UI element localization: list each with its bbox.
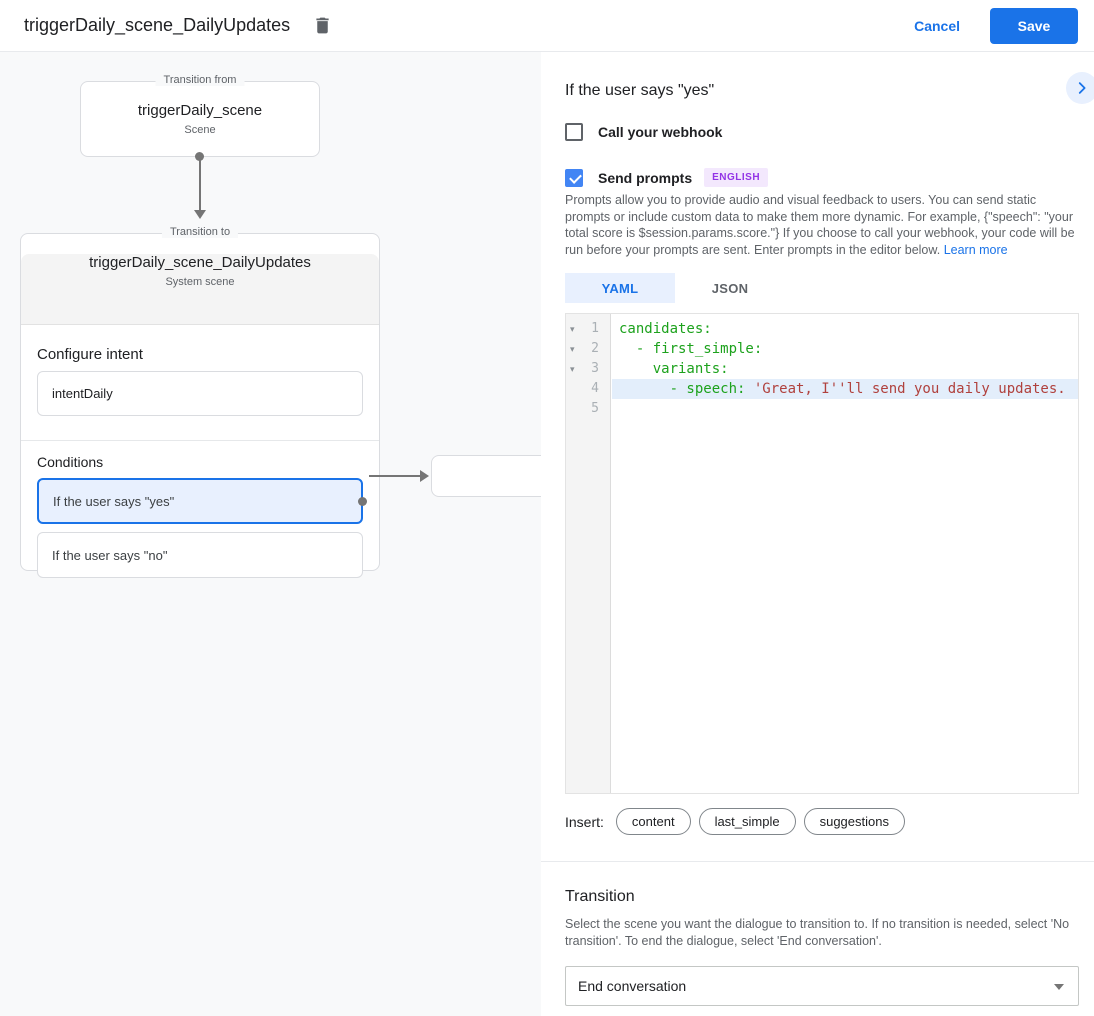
yaml-key: - speech: xyxy=(619,381,754,397)
call-webhook-checkbox-row[interactable]: Call your webhook xyxy=(565,123,722,141)
fold-triangle-icon[interactable]: ▾ xyxy=(570,364,575,374)
line-number: 4 xyxy=(591,381,599,396)
condition-item-no[interactable]: If the user says "no" xyxy=(37,532,363,578)
tab-json[interactable]: JSON xyxy=(711,280,749,296)
yaml-key: candidates: xyxy=(619,321,712,337)
connector-line xyxy=(199,157,201,211)
editor-gutter xyxy=(566,314,611,793)
collapse-panel-button[interactable] xyxy=(1066,72,1094,104)
code-line: ▾ 2 - first_simple: xyxy=(566,339,1078,359)
transition-target-node[interactable] xyxy=(431,455,541,497)
editor-lines: ▾ 1 candidates: ▾ 2 - first_simple: ▾ 3 var… xyxy=(566,319,1078,419)
tab-yaml[interactable]: YAML xyxy=(565,273,675,303)
transition-select[interactable]: End conversation xyxy=(565,966,1079,1006)
chevron-right-icon xyxy=(1073,79,1091,97)
to-scene-header: triggerDaily_scene_DailyUpdates System s… xyxy=(21,254,379,325)
learn-more-link[interactable]: Learn more xyxy=(943,242,1008,257)
transition-to-legend: Transition to xyxy=(161,226,239,238)
editor-format-tabs: YAML JSON xyxy=(565,273,785,303)
code-line-active: 4 - speech: 'Great, I''ll send you daily… xyxy=(566,379,1078,399)
transition-from-card[interactable]: Transition from triggerDaily_scene Scene xyxy=(80,74,320,157)
send-prompts-label: Send prompts xyxy=(598,169,693,186)
prompts-description: Prompts allow you to provide audio and v… xyxy=(565,192,1079,258)
arrow-right-icon xyxy=(420,470,429,482)
panel-divider xyxy=(541,861,1094,862)
to-scene-subtitle: System scene xyxy=(165,276,235,288)
yaml-key: - first_simple: xyxy=(619,341,763,357)
from-scene-title: triggerDaily_scene xyxy=(137,102,263,119)
code-line: ▾ 1 candidates: xyxy=(566,319,1078,339)
connector-line xyxy=(369,475,421,477)
line-number: 5 xyxy=(591,401,599,416)
to-scene-title: triggerDaily_scene_DailyUpdates xyxy=(89,254,311,271)
language-badge: ENGLISH xyxy=(704,168,769,187)
insert-chip-suggestions[interactable]: suggestions xyxy=(803,808,905,835)
fold-triangle-icon[interactable]: ▾ xyxy=(570,344,575,354)
yaml-key: variants: xyxy=(619,361,729,377)
trash-icon xyxy=(312,15,333,36)
intent-value: intentDaily xyxy=(52,386,113,401)
condition-label: If the user says "no" xyxy=(52,547,168,563)
code-editor[interactable]: ▾ 1 candidates: ▾ 2 - first_simple: ▾ 3 var… xyxy=(565,313,1079,794)
line-number: 2 xyxy=(591,341,599,356)
configure-intent-section: Configure intent intentDaily xyxy=(21,325,379,416)
insert-chip-last-simple[interactable]: last_simple xyxy=(698,808,796,835)
call-webhook-label: Call your webhook xyxy=(598,124,723,140)
send-prompts-checkbox-row[interactable]: Send prompts ENGLISH xyxy=(565,168,769,187)
condition-detail-panel: If the user says "yes" Call your webhook… xyxy=(541,52,1094,1016)
configure-intent-heading: Configure intent xyxy=(37,346,143,363)
transition-to-card: Transition to triggerDaily_scene_DailyUp… xyxy=(20,226,380,578)
line-number: 3 xyxy=(591,361,599,376)
code-line: 5 xyxy=(566,399,1078,419)
connector-dot xyxy=(195,152,204,161)
insert-label: Insert: xyxy=(565,813,604,830)
insert-chip-content[interactable]: content xyxy=(615,808,691,835)
insert-snippet-row: Insert: content last_simple suggestions xyxy=(565,808,913,835)
connector-dot xyxy=(358,496,367,506)
transition-description: Select the scene you want the dialogue t… xyxy=(565,917,1070,948)
transition-heading: Transition xyxy=(565,888,635,905)
from-scene-subtitle: Scene xyxy=(184,124,216,136)
code-line: ▾ 3 variants: xyxy=(566,359,1078,379)
line-number: 1 xyxy=(591,321,599,336)
caret-down-icon xyxy=(1054,984,1064,990)
arrow-down-icon xyxy=(194,210,206,219)
scene-flow-canvas: Transition from triggerDaily_scene Scene… xyxy=(0,52,541,1016)
save-button[interactable]: Save xyxy=(990,7,1078,44)
conditions-heading: Conditions xyxy=(37,454,104,470)
transition-from-legend: Transition from xyxy=(155,74,245,86)
top-app-bar: triggerDaily_scene_DailyUpdates Cancel S… xyxy=(0,0,1094,52)
delete-scene-button[interactable] xyxy=(310,13,335,38)
yaml-string: 'Great, I''ll send you daily updates. xyxy=(753,381,1066,397)
prompts-description-text: Prompts allow you to provide audio and v… xyxy=(565,193,1075,257)
condition-item-yes[interactable]: If the user says "yes" xyxy=(37,478,367,524)
panel-title: If the user says "yes" xyxy=(565,82,715,99)
checkbox-checked-icon[interactable] xyxy=(565,168,583,187)
cancel-button[interactable]: Cancel xyxy=(914,17,960,34)
transition-selected-value: End conversation xyxy=(578,978,687,994)
fold-triangle-icon[interactable]: ▾ xyxy=(570,324,575,334)
section-divider xyxy=(21,440,379,441)
checkbox-unchecked-icon[interactable] xyxy=(565,123,583,141)
intent-field[interactable]: intentDaily xyxy=(37,371,363,416)
conditions-section: Conditions If the user says "yes" If the… xyxy=(21,441,379,578)
condition-label: If the user says "yes" xyxy=(53,493,175,509)
page-title: triggerDaily_scene_DailyUpdates xyxy=(24,15,291,35)
